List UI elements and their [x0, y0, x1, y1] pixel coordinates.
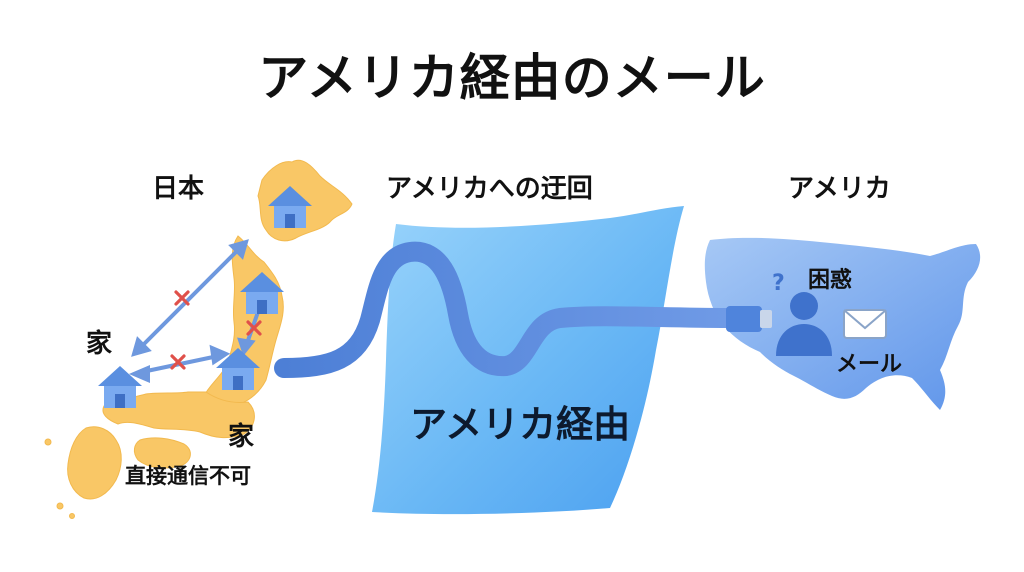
usa-map — [704, 237, 981, 410]
honshu-west-shape — [102, 391, 255, 439]
confused-label: 困惑 — [808, 268, 853, 293]
envelope-icon — [843, 309, 887, 339]
mail-cable — [274, 241, 738, 378]
shikoku-shape — [133, 437, 191, 469]
island-shape — [56, 502, 64, 510]
arrow-head — [209, 344, 231, 366]
house-icon — [216, 348, 260, 390]
house-icon — [240, 272, 284, 314]
usa-label: アメリカ — [788, 174, 891, 204]
question-mark-icon: ? — [772, 271, 785, 296]
detour-label: アメリカへの迂回 — [386, 174, 593, 204]
house-icon — [98, 366, 142, 408]
japan-label: 日本 — [152, 174, 205, 204]
house-label-bottom: 家 — [228, 422, 255, 452]
house-label-left: 家 — [86, 329, 113, 359]
island-shape — [44, 438, 52, 446]
island-shape — [69, 513, 75, 519]
cross-mark-icon — [174, 290, 190, 306]
arrow-head — [228, 239, 249, 260]
no-direct-communication-label: 直接通信不可 — [125, 464, 251, 488]
cable-connector-icon — [726, 306, 772, 332]
kyushu-shape — [67, 426, 122, 500]
person-icon — [776, 292, 832, 356]
japan-map — [44, 159, 353, 519]
cross-mark-icon — [170, 354, 186, 370]
cross-mark-icon — [246, 320, 262, 336]
via-usa-label: アメリカ経由 — [410, 403, 631, 446]
page-title: アメリカ経由のメール — [258, 49, 766, 107]
arrow-head — [128, 364, 150, 384]
arrow-head — [237, 337, 256, 357]
blocked-marks — [170, 290, 262, 370]
arrow-left-to-top — [138, 246, 242, 350]
house-icon — [268, 186, 312, 228]
arrow-head — [131, 336, 152, 357]
mail-label: メール — [836, 352, 903, 377]
